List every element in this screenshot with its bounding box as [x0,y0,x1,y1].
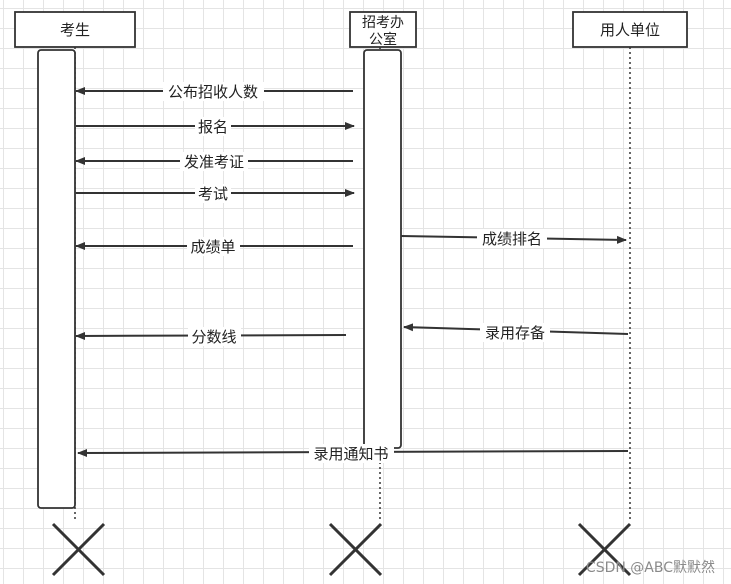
participant-box [14,11,136,48]
destroy-marker-candidate [51,522,106,577]
message-label: 发准考证 [184,153,244,171]
message-label: 报名 [198,118,228,136]
destroy-marker-employer [577,522,632,577]
cross-stroke [51,522,106,577]
label-background [309,444,394,463]
message-hiring-record[interactable]: 录用存备 [403,323,629,342]
message-issue-admission[interactable]: 发准考证 [75,152,353,171]
participant-candidate[interactable]: 考生 [14,11,136,48]
message-hiring-notice[interactable]: 录用通知书 [77,444,629,463]
message-label: 成绩单 [190,238,235,256]
message-register[interactable]: 报名 [76,117,355,136]
message-cutoff-line[interactable]: 分数线 [75,327,347,346]
participant-label: 考生 [60,21,90,39]
participant-employer[interactable]: 用人单位 [572,11,688,48]
participant-label-line-1: 招考办 [362,15,404,31]
label-background [480,323,550,342]
activation-bar-candidate [37,49,76,509]
label-background [163,82,264,101]
message-publish-quota[interactable]: 公布招收人数 [75,82,353,101]
participant-label: 用人单位 [600,21,660,39]
cross-stroke [328,522,383,577]
label-background [187,237,240,256]
participant-label-line-2: 公室 [369,31,397,48]
label-background [195,117,231,136]
message-label: 录用通知书 [313,445,388,463]
participant-office[interactable]: 招考办 公室 [349,11,417,48]
message-score-sheet[interactable]: 成绩单 [75,237,353,256]
message-label: 录用存备 [485,324,545,342]
message-label: 考试 [198,185,228,203]
watermark: CSDN @ABC默默然 [586,559,715,576]
label-background [195,184,231,203]
message-ranking[interactable]: 成绩排名 [400,229,627,248]
message-label: 公布招收人数 [168,83,258,101]
message-exam[interactable]: 考试 [76,184,355,203]
activation-bar-office [363,49,402,449]
destroy-marker-office [328,522,383,577]
label-background [477,229,547,248]
label-background [188,327,241,346]
participant-box [349,11,417,48]
label-background [180,152,248,171]
cross-stroke [577,522,632,577]
message-label: 分数线 [191,328,236,346]
message-label: 成绩排名 [482,230,542,248]
